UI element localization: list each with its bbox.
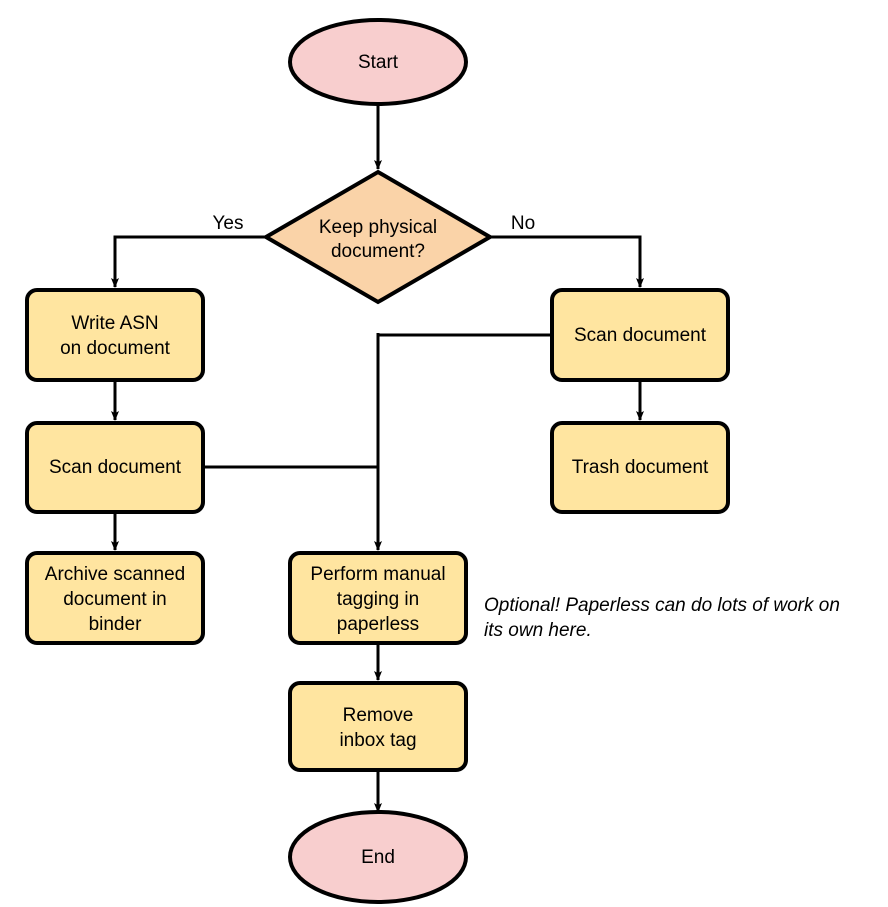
- archive-label-line3: binder: [89, 614, 142, 635]
- node-decision-keep-physical-document[interactable]: Keep physical document?: [262, 169, 494, 305]
- manual-tagging-label-line1: Perform manual: [310, 564, 445, 585]
- write-asn-label-line2: on document: [60, 338, 171, 359]
- start-ellipse-shape: [288, 18, 468, 106]
- node-end[interactable]: End: [288, 810, 468, 904]
- start-label: Start: [358, 52, 399, 73]
- decision-label-line2: document?: [331, 241, 425, 262]
- write-asn-label-line1: Write ASN: [71, 313, 158, 334]
- note-optional-line2: its own here.: [484, 620, 592, 641]
- end-ellipse-shape: [288, 810, 468, 904]
- write-asn-box-shape: [25, 288, 205, 382]
- scan-document-left-box-shape: [25, 421, 205, 514]
- archive-label-line1: Archive scanned: [45, 564, 185, 585]
- node-trash-document[interactable]: Trash document: [550, 421, 730, 514]
- manual-tagging-label-line2: tagging in: [337, 589, 419, 610]
- manual-tagging-label-line3: paperless: [337, 614, 419, 635]
- remove-inbox-tag-box-shape: [288, 681, 468, 772]
- end-label: End: [361, 847, 395, 868]
- decision-label-line1: Keep physical: [319, 217, 437, 238]
- decision-diamond-shape: [262, 169, 494, 305]
- remove-inbox-tag-label-line1: Remove: [343, 705, 414, 726]
- archive-label-line2: document in: [63, 589, 167, 610]
- node-write-asn[interactable]: Write ASN on document: [25, 288, 205, 382]
- scan-document-right-label: Scan document: [574, 325, 707, 346]
- node-scan-document-left[interactable]: Scan document: [25, 421, 205, 514]
- node-start[interactable]: Start: [288, 18, 468, 106]
- note-optional-line1: Optional! Paperless can do lots of work …: [484, 595, 840, 616]
- edge-decision-no: [490, 235, 644, 288]
- node-archive-scanned-document[interactable]: Archive scanned document in binder: [25, 551, 205, 645]
- trash-document-label: Trash document: [572, 457, 709, 478]
- edge-label-no: No: [511, 213, 535, 234]
- trash-document-box-shape: [550, 421, 730, 514]
- connectors-layer: [111, 103, 644, 813]
- note-optional-paperless: Optional! Paperless can do lots of work …: [484, 595, 840, 641]
- manual-tagging-box-shape: [288, 551, 468, 645]
- archive-box-shape: [25, 551, 205, 645]
- node-scan-document-right[interactable]: Scan document: [550, 288, 730, 382]
- edge-decision-yes: [111, 235, 265, 288]
- node-perform-manual-tagging[interactable]: Perform manual tagging in paperless: [288, 551, 468, 645]
- scan-document-left-label: Scan document: [49, 457, 182, 478]
- scan-document-right-box-shape: [550, 288, 730, 382]
- edge-label-yes: Yes: [213, 213, 244, 234]
- node-remove-inbox-tag[interactable]: Remove inbox tag: [288, 681, 468, 772]
- remove-inbox-tag-label-line2: inbox tag: [339, 730, 416, 751]
